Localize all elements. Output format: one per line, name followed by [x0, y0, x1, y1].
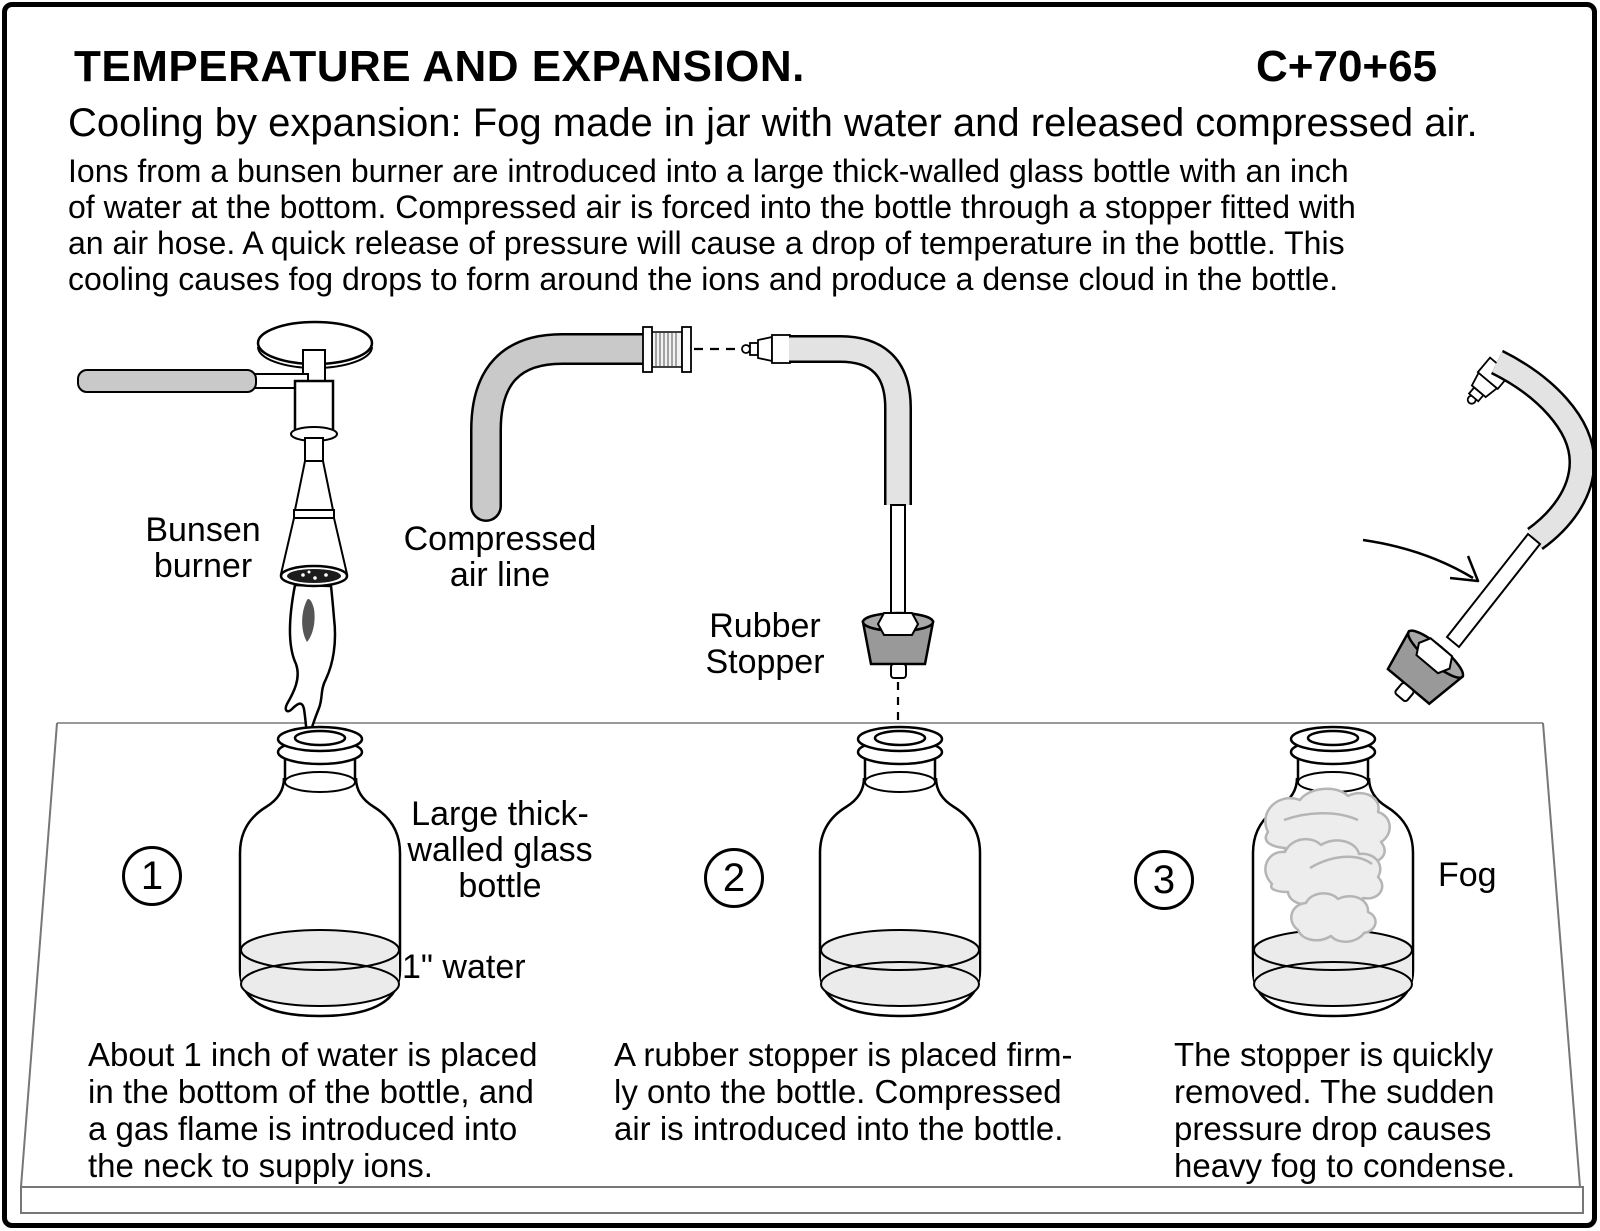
fog-label: Fog: [1438, 856, 1497, 894]
gas-hose: [77, 369, 257, 393]
fog-swirls: [1264, 787, 1391, 943]
demo-code: C+70+65: [1256, 42, 1438, 91]
rubber-stopper-label: Rubber Stopper: [705, 607, 825, 681]
removed-stopper-illustration: [1362, 349, 1596, 706]
page-title: TEMPERATURE AND EXPANSION.: [74, 42, 805, 91]
pull-arrow: [1362, 538, 1480, 583]
step-1-number: 1: [140, 853, 164, 898]
step-2-caption: A rubber stopper is placed firm- ly onto…: [614, 1036, 1073, 1147]
bottle-2: [818, 725, 982, 1018]
step-3-badge: 3: [1134, 850, 1194, 910]
step-3-number: 3: [1152, 857, 1176, 902]
hose-nut: [876, 612, 920, 636]
air-nozzle: [771, 334, 791, 364]
compressed-air-line-label: Compressed air line: [403, 520, 597, 594]
burner-mouth: [287, 569, 341, 583]
water-label: 1" water: [402, 948, 526, 986]
step-1-badge: 1: [122, 846, 182, 906]
subtitle: Cooling by expansion: Fog made in jar wi…: [68, 101, 1478, 145]
large-bottle-label: Large thick- walled glass bottle: [407, 795, 593, 905]
step-2-badge: 2: [704, 848, 764, 908]
bunsen-burner-illustration: [77, 320, 374, 743]
compressed-air-line-illustration: [470, 326, 742, 522]
step-2-number: 2: [722, 855, 746, 900]
description-paragraph: Ions from a bunsen burner are introduced…: [68, 153, 1356, 297]
step-3-caption: The stopper is quickly removed. The sudd…: [1174, 1036, 1516, 1184]
table-platform: [20, 722, 1584, 1214]
step-1-caption: About 1 inch of water is placed in the b…: [88, 1036, 538, 1184]
bunsen-burner-label: Bunsen burner: [145, 511, 261, 585]
flame: [284, 583, 337, 743]
